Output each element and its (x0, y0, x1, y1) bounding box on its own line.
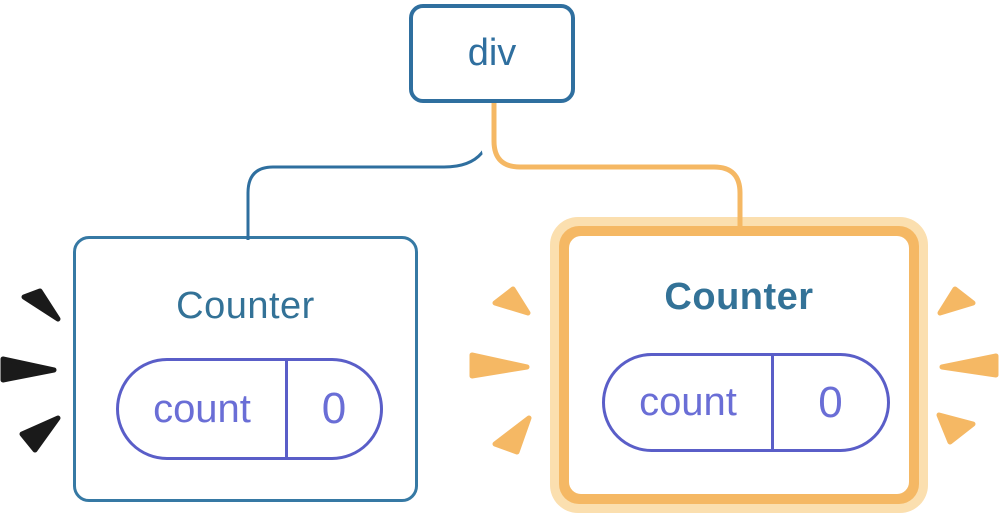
counter-card-left: Counter count 0 (73, 236, 418, 502)
state-key: count (639, 380, 737, 424)
spark-icon (21, 288, 61, 322)
emphasis-sparks-left (0, 288, 61, 453)
state-key: count (153, 386, 251, 431)
spark-icon (492, 415, 532, 455)
spark-icon (492, 286, 531, 316)
state-value: 0 (771, 356, 887, 449)
counter-card-right-highlight: Counter count 0 (550, 217, 928, 513)
edge-casing (481, 103, 753, 217)
edge-div-to-right-counter (491, 103, 743, 227)
state-pill: count 0 (116, 358, 383, 460)
emphasis-sparks-right (936, 286, 999, 445)
highlight-border: Counter count 0 (559, 226, 919, 504)
state-value: 0 (285, 361, 380, 457)
spark-icon (19, 415, 61, 453)
edge-div-to-left-counter (246, 105, 496, 240)
root-node-div: div (409, 4, 575, 103)
state-pill: count 0 (602, 353, 890, 452)
spark-icon (469, 352, 530, 379)
root-node-label: div (467, 32, 517, 74)
counter-title: Counter (176, 285, 315, 327)
spark-icon (937, 286, 976, 316)
spark-icon (939, 353, 999, 378)
spark-icon (936, 412, 976, 445)
counter-card-right: Counter count 0 (569, 236, 909, 494)
spark-icon (0, 356, 57, 383)
counter-title: Counter (664, 276, 814, 318)
emphasis-sparks-middle (469, 286, 532, 455)
